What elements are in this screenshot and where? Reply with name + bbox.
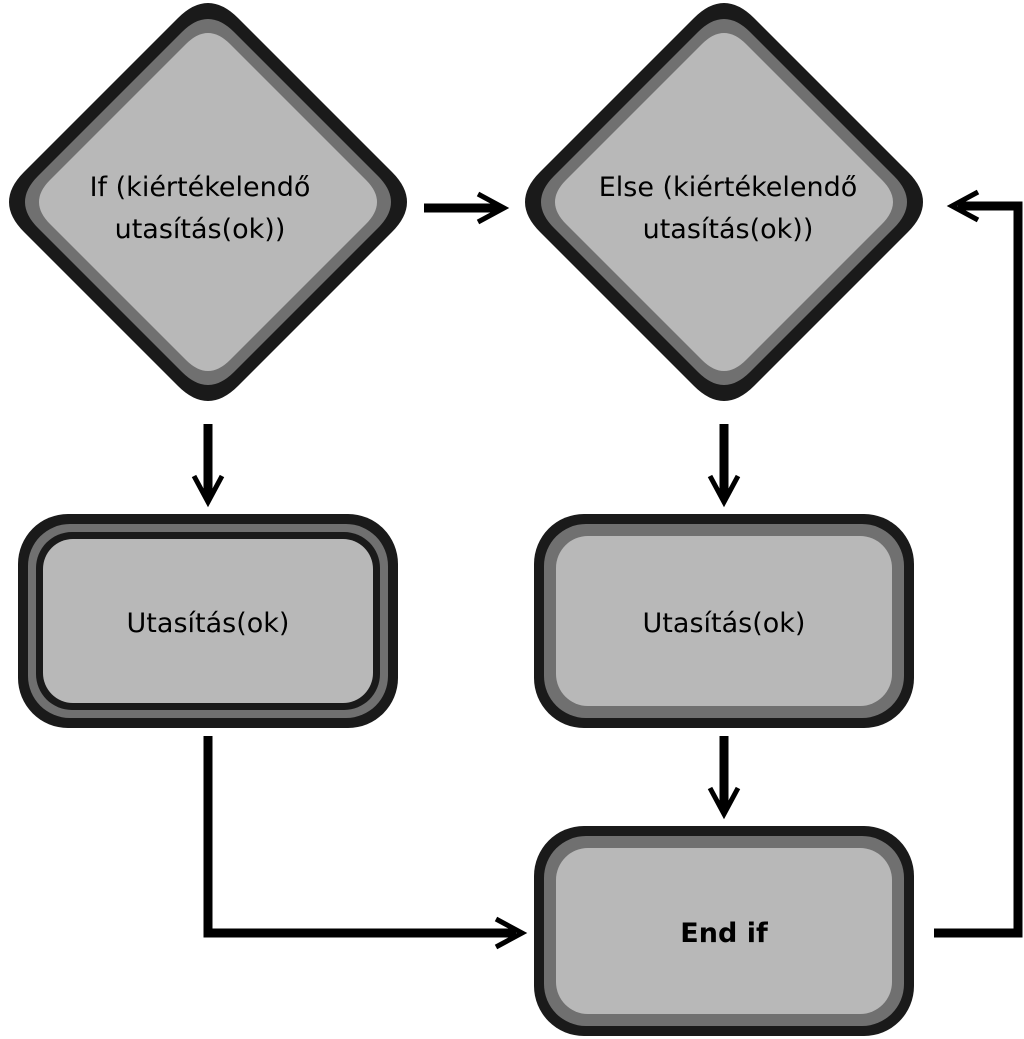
if-decision-node: If (kiértékelendő utasítás(ok)) (9, 3, 407, 401)
else-decision-node: Else (kiértékelendő utasítás(ok)) (525, 3, 923, 401)
else-statements-fill (556, 536, 892, 706)
if-statements-node: Utasítás(ok) (18, 514, 398, 728)
if-decision-label-line1: If (kiértékelendő (90, 172, 311, 203)
connector-else-statements-to-end (707, 736, 741, 820)
if-decision-label-line2: utasítás(ok)) (115, 214, 286, 245)
else-decision-fill (555, 33, 893, 371)
else-statements-label: Utasítás(ok) (643, 608, 806, 639)
connector-if-to-else (424, 191, 510, 225)
connector-end-to-else-loop (934, 189, 1023, 938)
end-if-fill (556, 848, 892, 1014)
else-decision-label-line2: utasítás(ok)) (643, 214, 814, 245)
end-if-node: End if (534, 826, 914, 1036)
connector-else-to-statements (707, 424, 741, 508)
connector-if-to-statements (191, 424, 225, 508)
else-statements-node: Utasítás(ok) (534, 514, 914, 728)
end-if-label: End if (680, 918, 768, 949)
if-statements-label: Utasítás(ok) (127, 608, 290, 639)
connector-if-statements-to-end (203, 736, 528, 950)
if-decision-fill (39, 33, 377, 371)
if-statements-fill (43, 539, 373, 703)
else-decision-label-line1: Else (kiértékelendő (599, 172, 858, 203)
